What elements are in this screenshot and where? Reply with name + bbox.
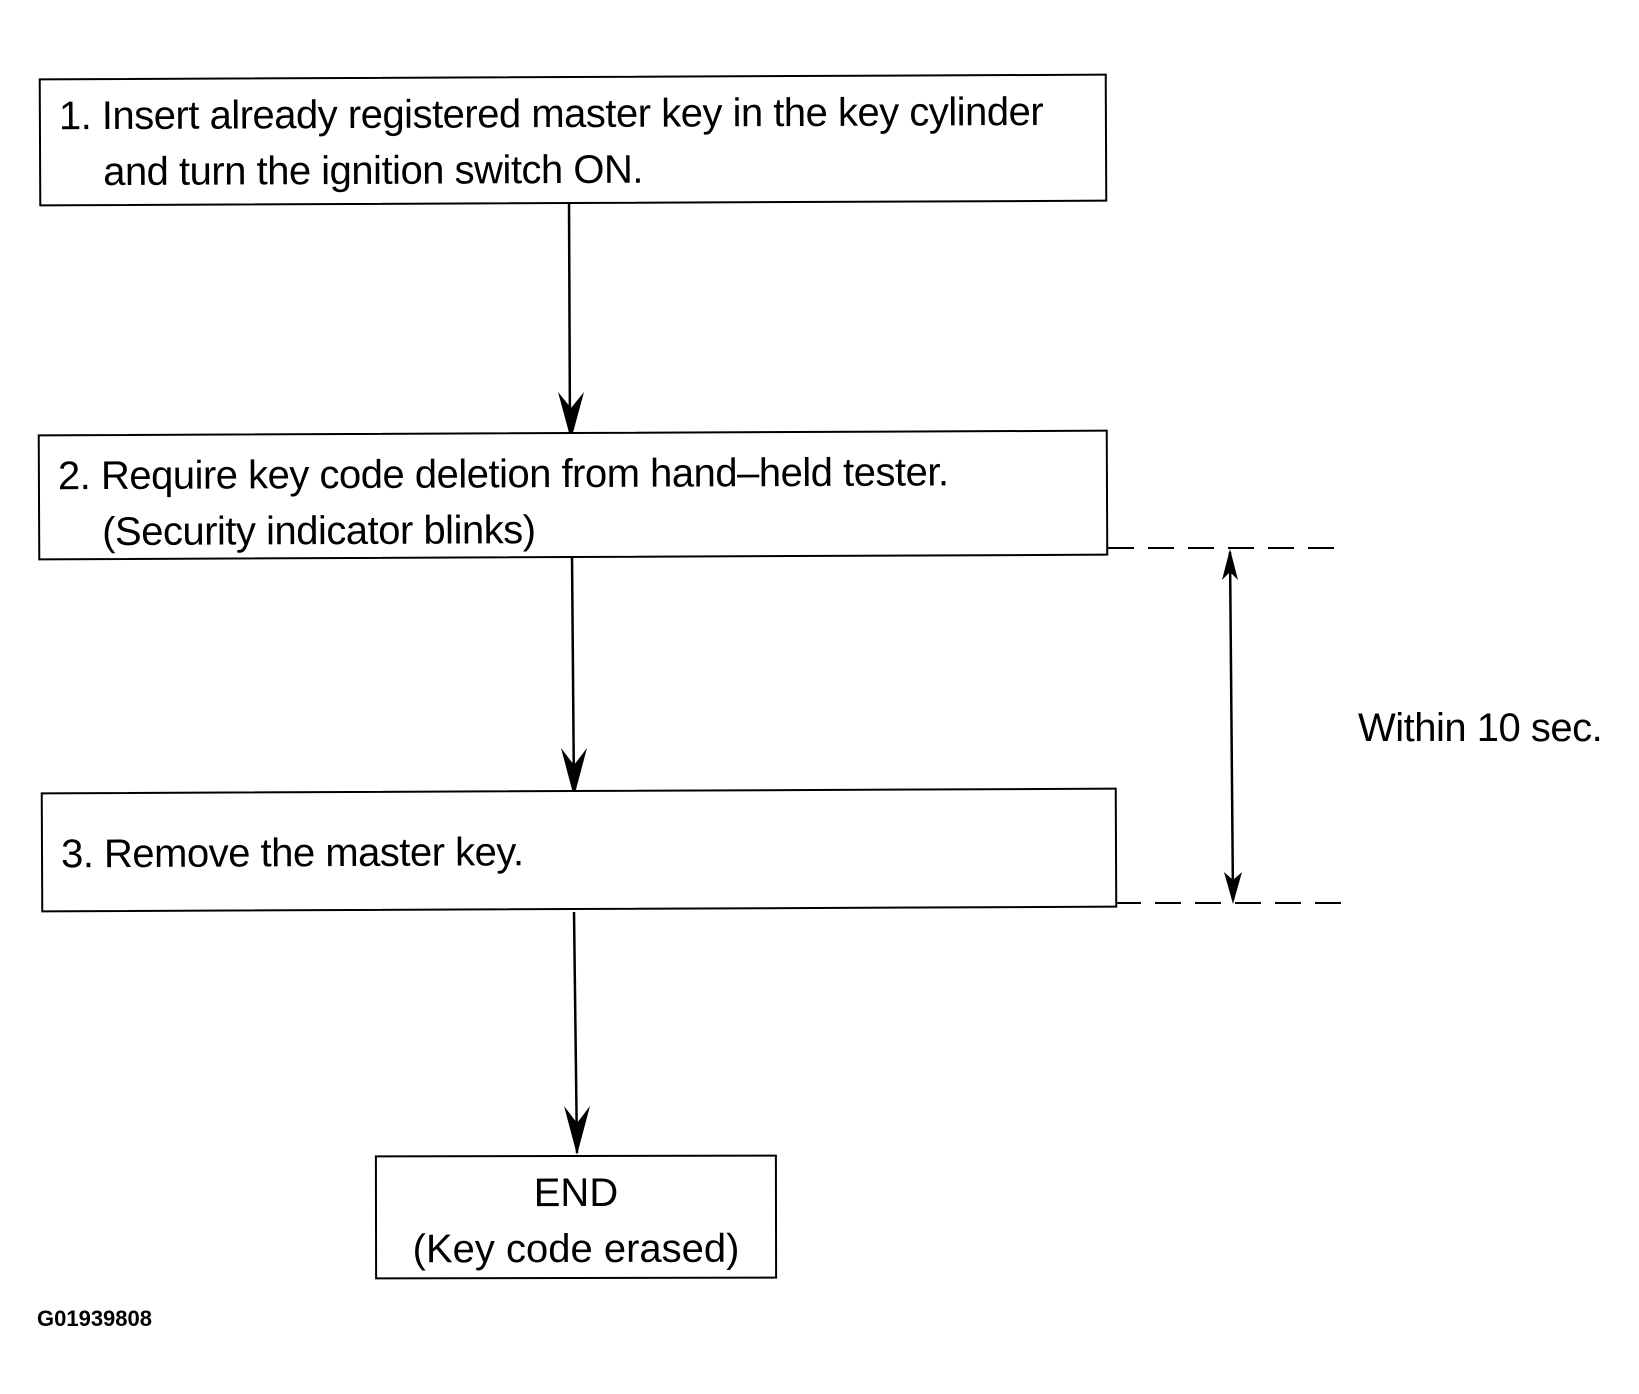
arrow-step2-to-step3 [570,554,576,796]
step-3-text-line-1: 3. Remove the master key. [60,830,524,877]
arrow-step3-to-end [572,911,579,1154]
step-1-box: 1. Insert already registered master key … [38,73,1108,207]
step-1-text-line-2: and turn the ignition switch ON. [103,147,644,195]
timing-label: Within 10 sec. [1358,706,1603,750]
step-3-box: 3. Remove the master key. [40,787,1118,913]
end-box: END (Key code erased) [374,1154,778,1280]
timing-arrowhead-top [1222,549,1238,580]
end-subtitle: (Key code erased) [412,1226,740,1272]
step-2-box: 2. Require key code deletion from hand–h… [37,429,1109,561]
arrowhead-step2 [558,392,584,440]
arrowhead-end [564,1106,590,1155]
arrow-step1-to-step2 [567,199,572,439]
step-2-text-line-1: 2. Require key code deletion from hand–h… [57,450,949,499]
end-title: END [533,1170,619,1216]
step-1-text-line-1: 1. Insert already registered master key … [58,89,1044,139]
timing-dimension-line [1228,551,1235,901]
arrowhead-step3 [561,748,587,797]
figure-code: G01939808 [37,1306,152,1331]
step-2-text-line-2: (Security indicator blinks) [102,508,536,555]
timing-arrowhead-bottom [1224,872,1242,904]
